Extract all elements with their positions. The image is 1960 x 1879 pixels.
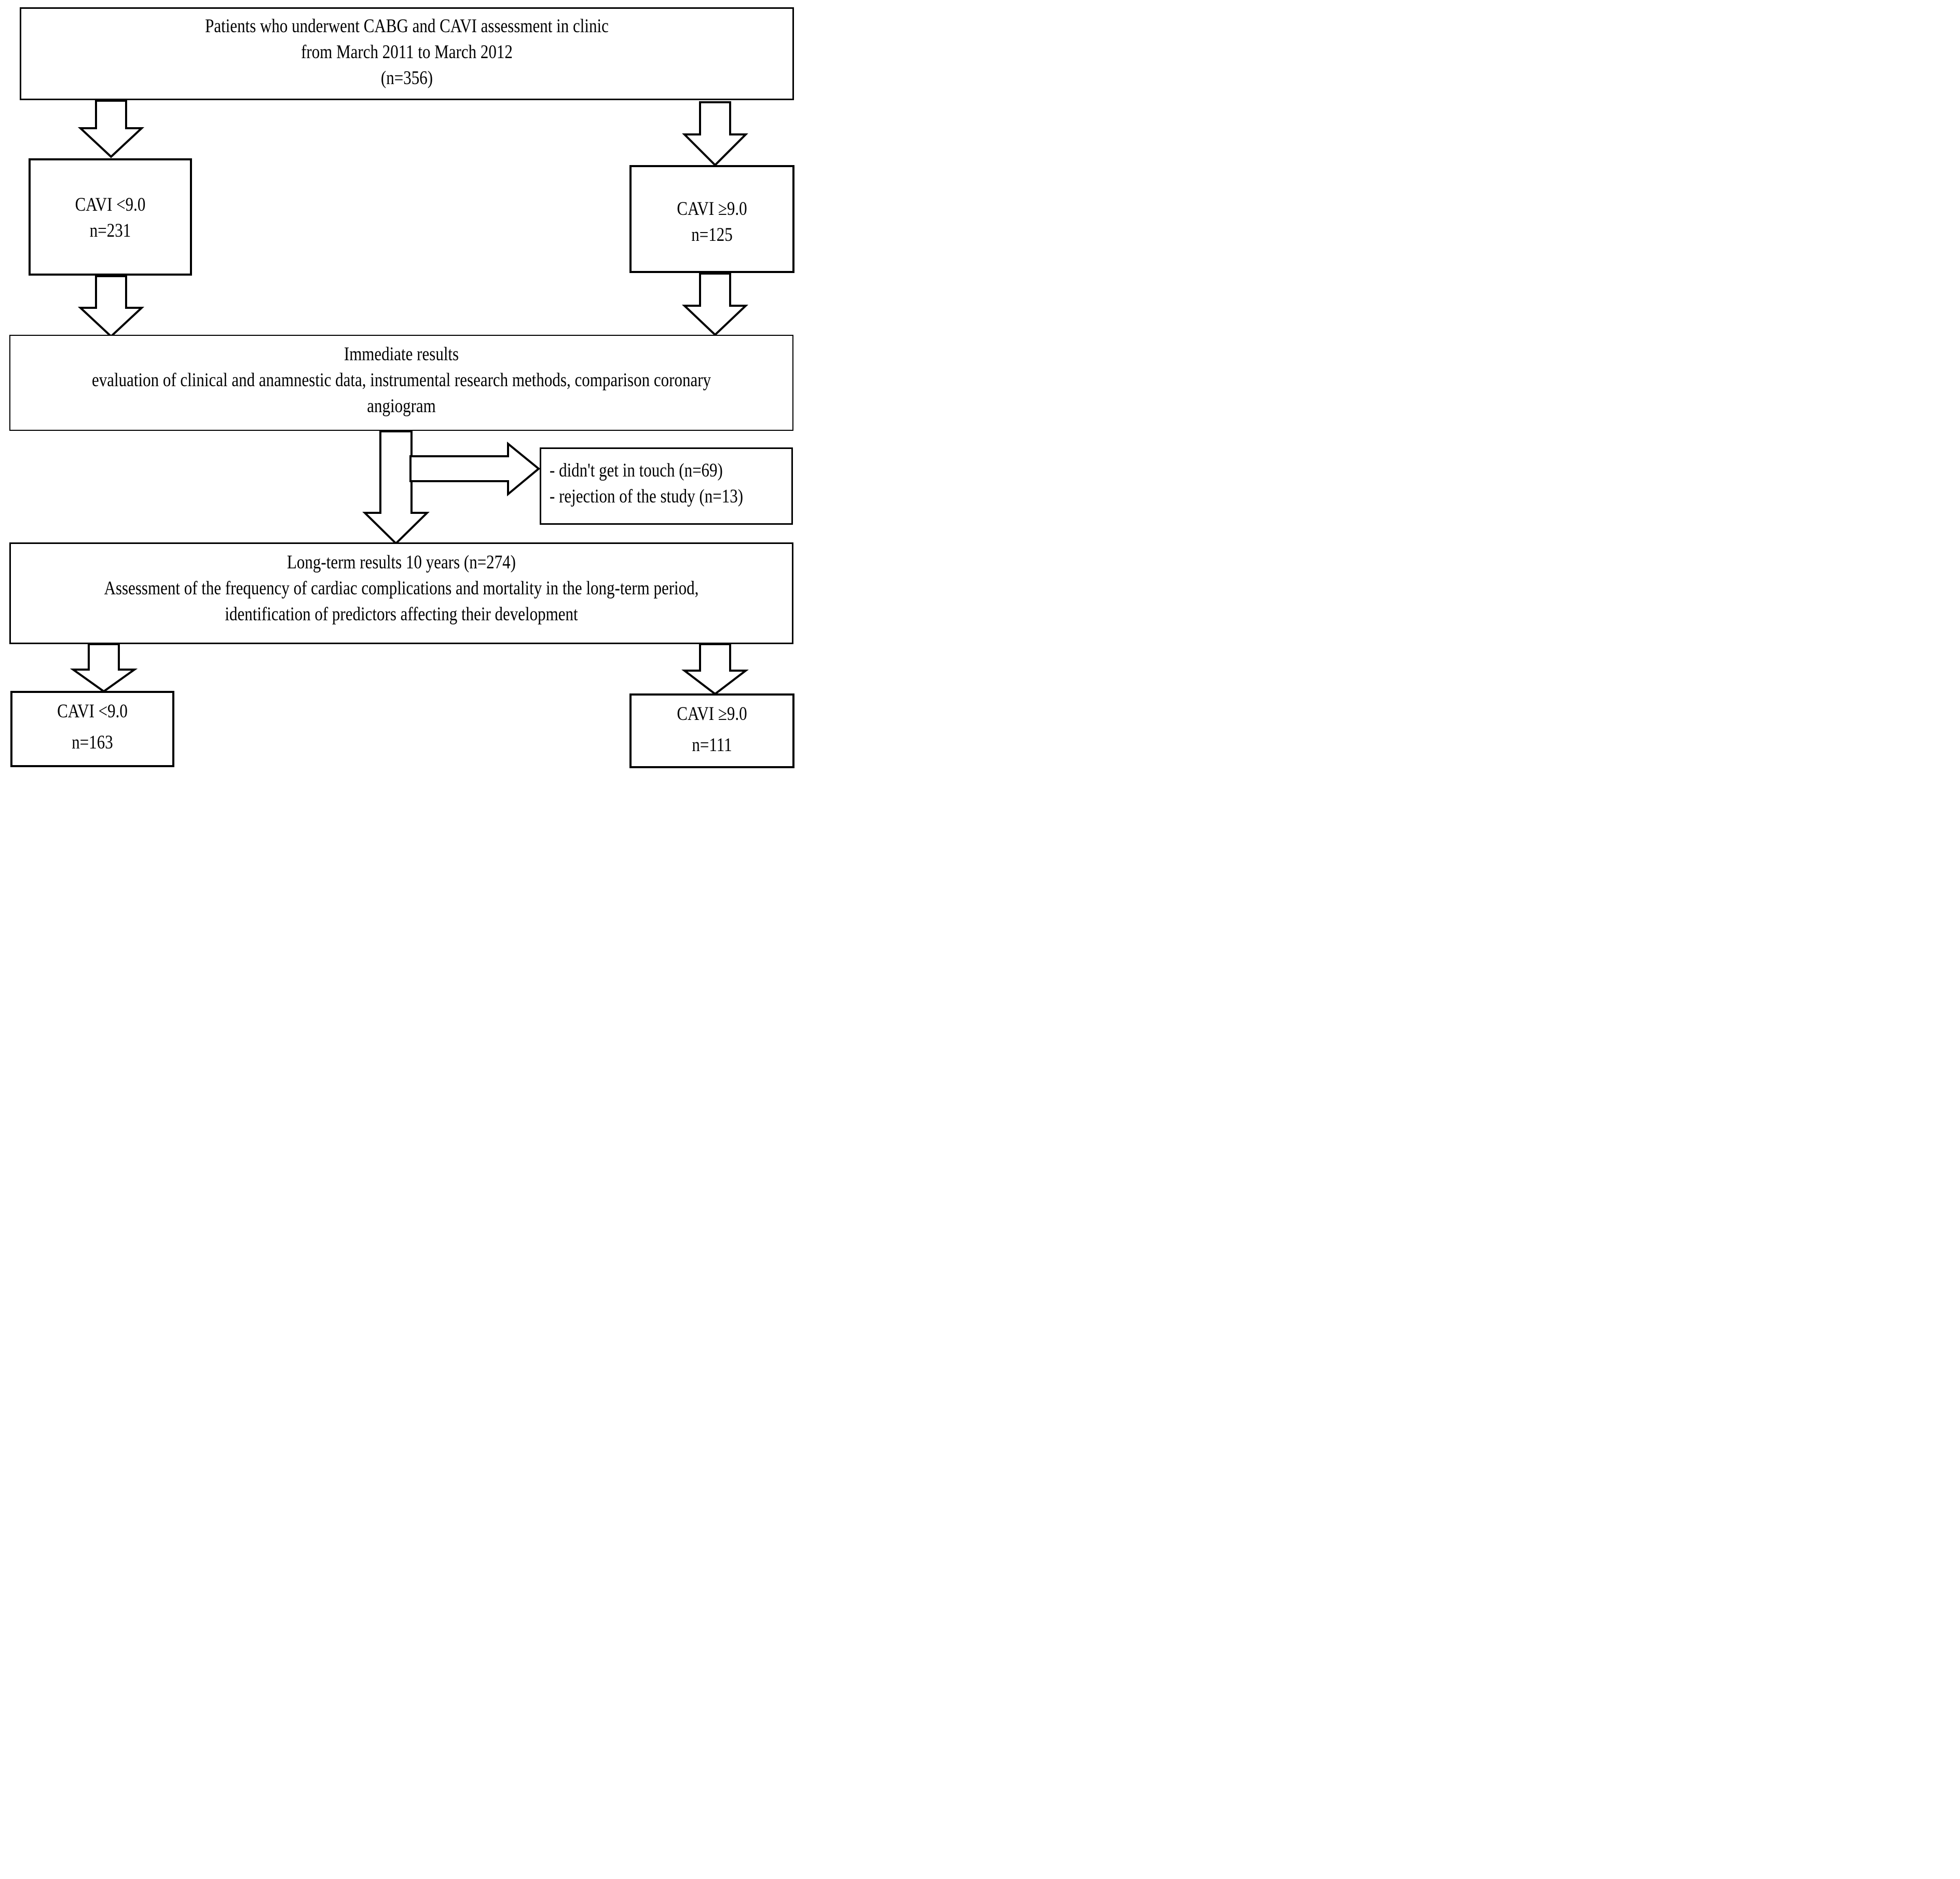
box-immediate-line-2: evaluation of clinical and anamnestic da… [91, 369, 711, 391]
arrow-exclusions-branch-icon [409, 441, 541, 497]
box-exclusions-line-2: - rejection of the study (n=13) [550, 485, 744, 507]
box-cavi-low-final-label: CAVI <9.0 [57, 700, 128, 722]
box-cavi-low-final: CAVI <9.0 n=163 [10, 691, 174, 767]
arrow-cavi-high-to-immediate-icon [681, 273, 749, 336]
box-cavi-high-final-label: CAVI ≥9.0 [677, 702, 747, 725]
box-longterm-line-3: identification of predictors affecting t… [225, 603, 578, 625]
box-cavi-high-initial-count: n=125 [691, 223, 733, 246]
box-longterm-title: Long-term results 10 years (n=274) [286, 551, 516, 573]
box-longterm-results: Long-term results 10 years (n=274) Asses… [9, 542, 793, 644]
box-cavi-high-final: CAVI ≥9.0 n=111 [629, 693, 794, 768]
arrow-immediate-to-longterm-icon [362, 430, 430, 545]
box-longterm-line-2: Assessment of the frequency of cardiac c… [104, 577, 699, 599]
arrow-longterm-to-cavi-high-icon [681, 643, 749, 696]
box-patients-line-1: Patients who underwent CABG and CAVI ass… [205, 15, 609, 37]
box-patients-line-2: from March 2011 to March 2012 [301, 40, 513, 63]
arrow-longterm-to-cavi-low-icon [70, 643, 138, 693]
arrow-cavi-low-to-immediate-icon [77, 275, 145, 338]
box-cavi-low-initial: CAVI <9.0 n=231 [29, 158, 192, 276]
box-immediate-title: Immediate results [344, 343, 459, 365]
box-cavi-high-final-count: n=111 [692, 733, 732, 756]
box-patients-count: (n=356) [380, 66, 433, 89]
flowchart-figure: Patients who underwent CABG and CAVI ass… [0, 0, 802, 769]
box-cavi-low-final-count: n=163 [72, 731, 113, 753]
box-exclusions-line-1: - didn't get in touch (n=69) [550, 459, 723, 481]
box-exclusions: - didn't get in touch (n=69) - rejection… [540, 447, 793, 525]
arrow-top-to-cavi-high-icon [682, 101, 748, 167]
connector-arrows [70, 100, 749, 696]
box-cavi-high-initial-label: CAVI ≥9.0 [677, 197, 747, 220]
box-patients-enrolled: Patients who underwent CABG and CAVI ass… [20, 7, 794, 100]
box-cavi-low-initial-label: CAVI <9.0 [75, 193, 146, 215]
box-cavi-high-initial: CAVI ≥9.0 n=125 [629, 165, 794, 273]
box-immediate-results: Immediate results evaluation of clinical… [9, 335, 793, 431]
arrow-top-to-cavi-low-icon [77, 100, 145, 158]
box-immediate-line-3: angiogram [367, 394, 436, 417]
box-cavi-low-initial-count: n=231 [89, 219, 131, 241]
